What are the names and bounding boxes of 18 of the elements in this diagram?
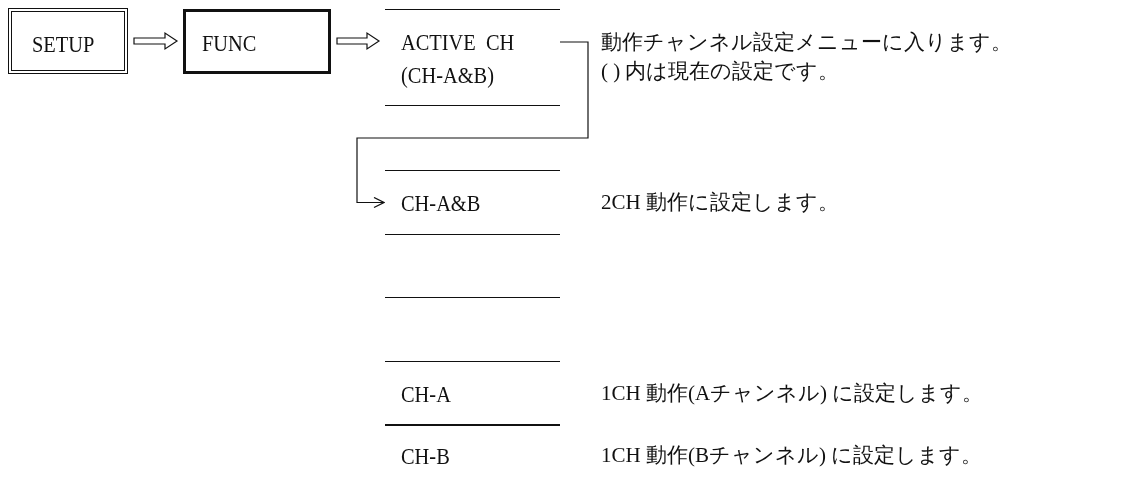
key-box: [8, 8, 128, 74]
description-text: 1CH 動作(Aチャンネル) に設定します。: [601, 380, 984, 407]
item-label: SETUP: [32, 30, 96, 59]
double-arrow: [133, 31, 179, 51]
description-text: 動作チャンネル設定メニューに入ります。: [601, 29, 1012, 56]
item-label: CH-A&B: [401, 189, 482, 218]
description-text: ( ) 内は現在の設定です。: [601, 58, 840, 85]
item-label: FUNC: [202, 29, 258, 58]
item-label: CH-A: [401, 380, 452, 409]
item-label: CH-B: [401, 442, 451, 471]
description-text: 1CH 動作(Bチャンネル) に設定します。: [601, 442, 983, 469]
menu-item: [385, 170, 560, 235]
menu-item: [385, 9, 560, 106]
item-label: ACTIVE CH (CH-A&B): [401, 28, 516, 90]
key-box: [183, 9, 331, 74]
connector-arrow: [356, 41, 589, 209]
double-arrow: [336, 31, 381, 51]
description-text: 2CH 動作に設定します。: [601, 189, 839, 216]
